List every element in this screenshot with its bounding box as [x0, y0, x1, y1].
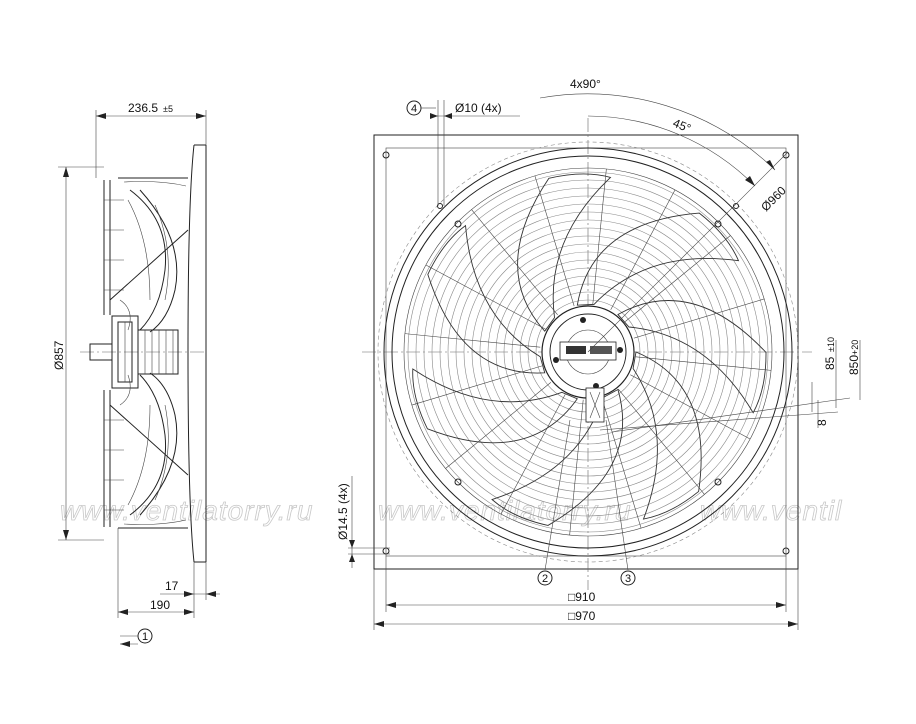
dim-850-text: 850: [847, 355, 861, 375]
dim-diameter-side-text: Ø857: [52, 340, 66, 370]
front-ring-outer: [383, 147, 793, 557]
guard-rings: [407, 171, 769, 533]
fan-blade: [412, 368, 579, 444]
side-flange: [187, 144, 195, 563]
fan-blade: [491, 388, 624, 526]
pcd-circle: [377, 141, 799, 563]
guard-spokes: [404, 168, 772, 536]
guard-spoke: [534, 175, 575, 307]
guard-spoke: [445, 382, 552, 469]
dim-square-970-text: □970: [568, 609, 596, 623]
fan-blade: [632, 351, 702, 520]
guard-spoke: [610, 189, 676, 310]
guard-spoke: [411, 365, 543, 406]
dim-hole-145-text: Ø14.5 (4x): [336, 483, 350, 540]
guard-ring: [415, 179, 761, 525]
guard-spoke: [635, 356, 772, 371]
side-motor: [89, 315, 179, 389]
guard-ring: [471, 235, 705, 469]
dim-depth-total-text: 236.5: [128, 101, 158, 115]
callout-2: 2: [537, 419, 571, 586]
svg-text:2: 2: [542, 573, 548, 585]
guard-spoke: [404, 333, 541, 348]
dim-8-text: 8: [815, 419, 829, 426]
dim-190-text: 190: [150, 598, 170, 612]
dim-hole-145: Ø14.5 (4x): [336, 476, 390, 568]
guard-ring: [439, 203, 737, 501]
dim-pcd-text: Ø960: [758, 183, 789, 214]
guard-ring: [431, 195, 745, 509]
dim-square-970: □970: [373, 569, 799, 630]
guard-spoke: [569, 399, 584, 536]
side-blades: [119, 189, 178, 516]
guard-ring: [495, 259, 681, 445]
guard-lugs: [437, 203, 739, 486]
dim-85-tol: ±10: [826, 337, 836, 352]
guard-ring: [479, 243, 697, 461]
dim-hole-dia-text: Ø10 (4x): [455, 101, 502, 115]
watermark-text-3: www.ventil: [700, 495, 842, 526]
guard-ring: [511, 275, 665, 429]
fan-blade: [427, 224, 546, 374]
guard-ring: [487, 251, 689, 453]
dim-square-910-text: □910: [568, 590, 596, 604]
guard-spoke: [618, 388, 705, 495]
watermark-text-1: www.ventilatorry.ru: [60, 495, 313, 526]
side-guard: [103, 180, 124, 527]
guard-ring: [423, 187, 753, 517]
svg-text:4: 4: [411, 103, 417, 115]
dim-17-text: 17: [165, 579, 179, 593]
guard-ring: [407, 171, 769, 533]
guard-spoke: [471, 209, 558, 316]
callout-4: 4 Ø10 (4x): [406, 100, 520, 206]
right-dims: 85 ±10 850 +20 8: [599, 337, 861, 433]
dim-angle-45-text: 45°: [671, 116, 693, 136]
callout-3: 3: [605, 419, 636, 586]
front-hub: [541, 305, 635, 423]
dim-square-910: □910: [385, 556, 787, 612]
callout-1: 1: [120, 628, 153, 647]
dim-angle-4x90-text: 4x90°: [570, 77, 601, 91]
dim-diameter-side: Ø857: [52, 166, 104, 541]
guard-spoke: [633, 298, 765, 339]
dim-850-tol: +20: [850, 340, 860, 355]
guard-spoke: [601, 397, 642, 529]
dim-depth-total-tol: ±5: [163, 104, 173, 114]
guard-spoke: [500, 394, 566, 515]
svg-text:3: 3: [625, 573, 631, 585]
side-flange-edges: [194, 144, 206, 563]
guard-spoke: [624, 235, 731, 322]
dim-bottom: 17 190: [117, 528, 220, 618]
fan-blade: [517, 173, 612, 332]
guard-rim: [403, 167, 773, 537]
svg-text:1: 1: [142, 631, 148, 643]
fan-blade: [576, 212, 740, 306]
fan-blade: [617, 300, 767, 414]
dim-depth-total: 236.5 ±5: [95, 101, 207, 178]
side-view: Ø857 236.5 ±5 17 190: [52, 101, 220, 647]
dim-85-text: 85: [823, 356, 837, 370]
guard-spoke: [630, 374, 751, 440]
fan-blades: [412, 173, 767, 526]
guard-ring: [463, 227, 713, 477]
guard-ring: [503, 267, 673, 437]
guard-spoke: [592, 168, 607, 305]
guard-ring: [447, 211, 729, 493]
guard-spoke: [425, 264, 546, 330]
front-view: 4 Ø10 (4x) 4x90° 45° Ø960: [336, 77, 861, 630]
watermark: www.ventilatorry.ru www.ventilatorry.ru …: [60, 495, 842, 527]
guard-ring: [455, 219, 721, 485]
